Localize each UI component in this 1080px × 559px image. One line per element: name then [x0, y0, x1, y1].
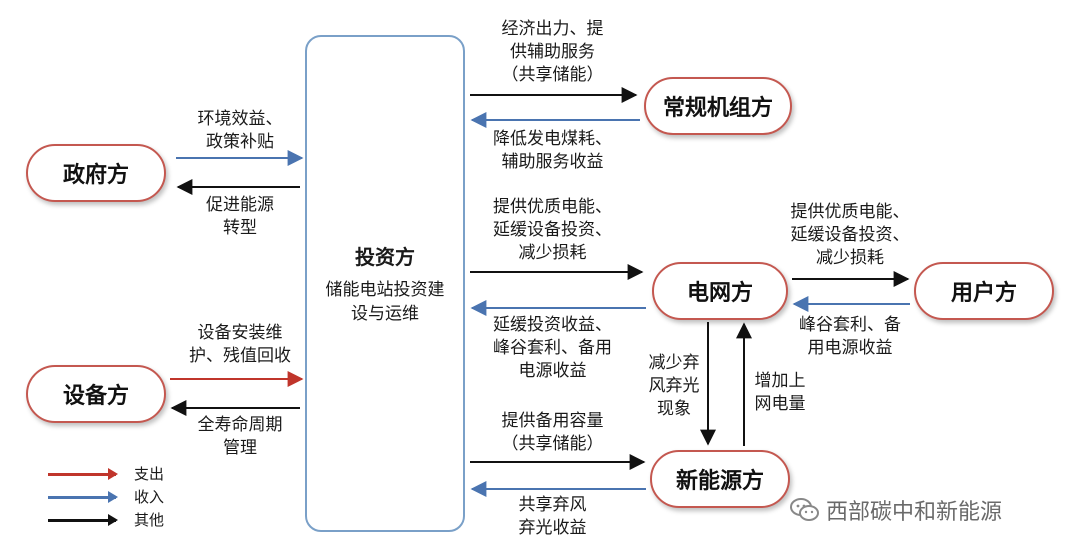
node-conventional: 常规机组方 [644, 77, 792, 135]
label-line: 增加上 [754, 371, 806, 391]
label-line: 辅助服务收益 [501, 152, 604, 172]
label-line: 延缓设备投资、 [790, 225, 910, 245]
label-grid-other: 提供优质电能、延缓设备投资、减少损耗 [470, 196, 635, 265]
legend-label-income: 收入 [134, 488, 165, 506]
legend-line-income [48, 491, 118, 503]
label-grid-income: 延缓投资收益、峰谷套利、备用电源收益 [470, 314, 635, 383]
node-user: 用户方 [914, 262, 1054, 320]
label-new-to-grid: 增加上网电量 [746, 370, 814, 416]
legend-label-other: 其他 [134, 511, 165, 529]
label-line: 减少损耗 [816, 248, 884, 268]
label-line: 减少损耗 [518, 243, 587, 263]
label-conv-income: 降低发电煤耗、辅助服务收益 [470, 128, 635, 174]
label-line: 峰谷套利、备用 [493, 338, 612, 358]
label-line: 降低发电煤耗、 [493, 129, 612, 149]
label-gov-other: 促进能源转型 [170, 194, 310, 240]
node-new-energy: 新能源方 [650, 450, 790, 508]
label-line: 供辅助服务 [510, 42, 595, 62]
label-new-other: 提供备用容量 （共享储能） [470, 410, 635, 456]
legend-line-other [48, 514, 118, 526]
label-grid-to-new: 减少弃风弃光现象 [640, 352, 708, 421]
label-line: 延缓设备投资、 [493, 220, 612, 240]
label-conv-other: 经济出力、提供辅助服务 （共享储能） [470, 18, 635, 87]
label-gov-income: 环境效益、政策补贴 [170, 108, 310, 154]
label-line: 共享弃风 [518, 495, 587, 515]
label-line: 提供优质电能、 [790, 202, 910, 222]
label-line: 设备安装维 [197, 323, 283, 343]
label-line: 现象 [657, 399, 691, 419]
label-line: 网电量 [754, 394, 806, 414]
label-line: 管理 [223, 438, 257, 458]
label-line: 全寿命周期 [197, 415, 283, 435]
label-line: 政策补贴 [206, 132, 274, 152]
label-line: 用电源收益 [807, 338, 893, 358]
node-grid: 电网方 [652, 262, 788, 320]
label-equip-expense: 设备安装维护、残值回收 [160, 322, 320, 368]
label-line: 提供优质电能、 [493, 197, 612, 217]
label-line: 提供备用容量 [501, 411, 604, 431]
label-user-income: 峰谷套利、备用电源收益 [775, 314, 925, 360]
watermark: 西部碳中和新能源 [790, 494, 1002, 526]
node-government: 政府方 [26, 144, 166, 202]
label-line: （共享储能） [501, 434, 604, 454]
label-line: 转型 [223, 218, 257, 238]
label-line: 护、残值回收 [189, 346, 291, 366]
label-line: 弃光收益 [518, 518, 587, 538]
label-new-income: 共享弃风弃光收益 [470, 494, 635, 540]
label-line: 环境效益、 [197, 109, 283, 129]
legend-line-expense [48, 468, 118, 480]
label-line: 减少弃 [648, 353, 700, 373]
label-line: 经济出力、提 [501, 19, 604, 39]
label-line: （共享储能） [501, 65, 604, 85]
investor-subtitle: 储能电站投资建设与运维 [325, 280, 445, 324]
label-line: 促进能源 [206, 195, 274, 215]
node-investor: 投资方 储能电站投资建设与运维 [305, 35, 465, 532]
node-equipment: 设备方 [26, 365, 166, 423]
label-user-other: 提供优质电能、延缓设备投资、减少损耗 [775, 201, 925, 270]
label-equip-other: 全寿命周期管理 [165, 414, 315, 460]
label-line: 电源收益 [518, 361, 587, 381]
wechat-icon [790, 498, 819, 521]
label-line: 峰谷套利、备 [799, 315, 901, 335]
label-line: 风弃光 [648, 376, 700, 396]
watermark-text: 西部碳中和新能源 [826, 500, 1003, 525]
investor-title: 投资方 [355, 245, 415, 269]
legend-label-expense: 支出 [134, 465, 165, 483]
label-line: 延缓投资收益、 [493, 315, 612, 335]
